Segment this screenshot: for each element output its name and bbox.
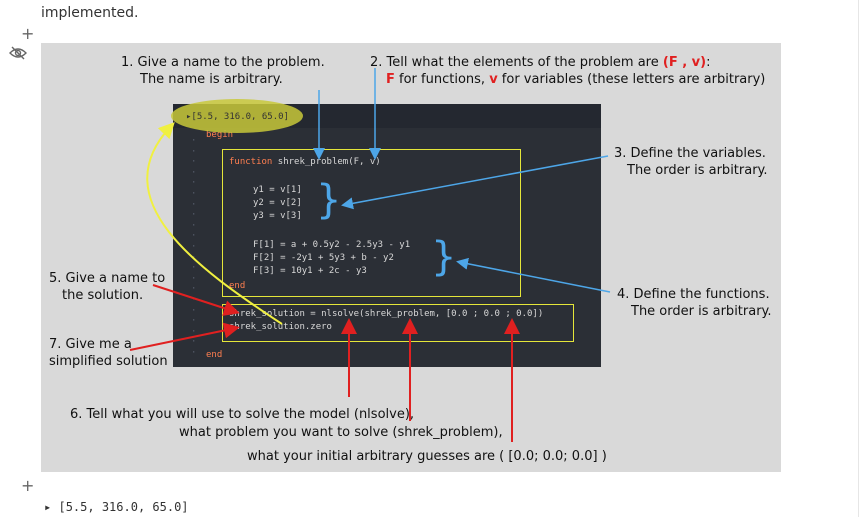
annotation-2-line2: F for functions, v for variables (these … <box>386 71 765 88</box>
annotation-3-line1: 3. Define the variables. <box>614 146 766 161</box>
annotation-2-mid: for functions, <box>394 72 490 87</box>
annotation-2-line1: 2. Tell what the elements of the problem… <box>370 54 711 71</box>
code-f1: F[1] = a + 0.5y2 - 2.5y3 - y1 <box>253 240 411 250</box>
annotation-3-line2: The order is arbitrary. <box>627 163 768 178</box>
function-keyword: function <box>229 157 273 167</box>
result-chip-text: [5.5, 316.0, 65.0] <box>191 112 289 122</box>
code-solve-line: shrek_solution = nlsolve(shrek_problem, … <box>229 309 544 319</box>
code-y1: y1 = v[1] <box>253 185 302 195</box>
code-f2: F[2] = -2y1 + 5y3 + b - y2 <box>253 253 394 263</box>
code-editor-panel: · · · · · · · · · · · · · · · · · · · · … <box>173 104 601 367</box>
annotation-2-red: (F , v) <box>662 55 707 70</box>
annotation-7-line2: simplified solution <box>49 354 168 369</box>
annotation-6-line2: what problem you want to solve (shrek_pr… <box>179 425 503 440</box>
result-chip: ▸[5.5, 316.0, 65.0] <box>186 112 289 122</box>
functions-brace: } <box>431 234 457 280</box>
prior-cell-text: implemented. <box>41 5 139 21</box>
code-end: end <box>206 350 223 360</box>
code-y2: y2 = v[2] <box>253 198 302 208</box>
annotation-4-line2: The order is arbitrary. <box>631 304 772 319</box>
triangle-right-icon: ▸ <box>186 112 192 122</box>
code-function-line: function shrek_problem(F, v) <box>229 157 381 167</box>
add-cell-plus-icon[interactable]: + <box>21 24 35 43</box>
code-f3: F[3] = 10y1 + 2c - y3 <box>253 266 367 276</box>
variables-brace: } <box>316 177 342 223</box>
code-function-end: end <box>229 281 246 291</box>
eye-slash-icon[interactable] <box>9 46 27 60</box>
annotation-2-post: : <box>706 55 711 70</box>
triangle-right-icon[interactable]: ▸ <box>44 500 52 514</box>
annotation-1-line1: 1. Give a name to the problem. <box>121 55 325 70</box>
cell-output[interactable]: ▸ [5.5, 316.0, 65.0] <box>44 500 189 514</box>
annotation-2-pre: 2. Tell what the elements of the problem… <box>370 55 663 70</box>
cell-output-text: [5.5, 316.0, 65.0] <box>58 500 189 514</box>
code-y3: y3 = v[3] <box>253 211 302 221</box>
annotation-1-line2: The name is arbitrary. <box>140 72 283 87</box>
annotation-2-v: v <box>489 72 498 87</box>
annotation-2-F: F <box>386 72 395 87</box>
annotation-6-line3: what your initial arbitrary guesses are … <box>247 449 607 464</box>
annotation-7-line1: 7. Give me a <box>49 337 132 352</box>
code-gutter: · · · · · · · · · · · · · · · · · · · · … <box>191 136 197 358</box>
annotation-5-line1: 5. Give a name to <box>49 271 166 286</box>
annotation-6-line1: 6. Tell what you will use to solve the m… <box>70 407 415 422</box>
annotation-5-line2: the solution. <box>62 288 144 303</box>
right-divider <box>858 0 859 517</box>
function-signature: shrek_problem(F, v) <box>272 157 381 167</box>
add-cell-plus-icon-bottom[interactable]: + <box>21 476 35 495</box>
annotation-2-end: for variables (these letters are arbitra… <box>497 72 766 87</box>
code-zero-line: shrek_solution.zero <box>229 322 332 332</box>
annotation-4-line1: 4. Define the functions. <box>617 287 770 302</box>
